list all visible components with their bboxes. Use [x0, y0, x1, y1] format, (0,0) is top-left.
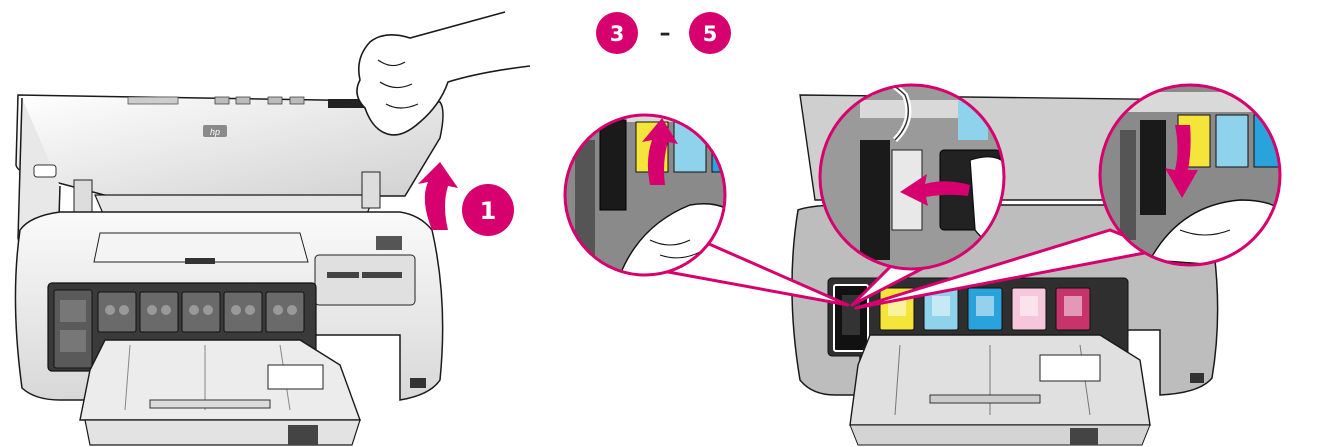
- hand-icon: [356, 11, 531, 136]
- hp-logo: hp: [203, 125, 227, 137]
- svg-text:1: 1: [480, 197, 497, 225]
- callout-close-latch: [1098, 83, 1282, 267]
- ink-slot-black: [53, 289, 93, 369]
- svg-text:hp: hp: [210, 127, 220, 137]
- step-3-badge: [596, 12, 638, 54]
- up-arrow-icon: [642, 118, 678, 185]
- up-arrow-icon: [418, 162, 458, 230]
- step-1-badge: 1: [462, 184, 514, 236]
- step-5-badge: [689, 12, 731, 54]
- svg-text:3: 3: [610, 22, 625, 46]
- svg-text:–: –: [660, 21, 671, 46]
- down-arrow-icon: [1165, 125, 1198, 198]
- ink-slots-color: [97, 291, 305, 333]
- svg-text:5: 5: [703, 22, 718, 46]
- left-arrow-icon: [900, 174, 970, 206]
- step-range-label: 3 – 5: [596, 12, 731, 54]
- left-printer: hp: [14, 11, 531, 446]
- ink-cartridges: [879, 287, 1091, 331]
